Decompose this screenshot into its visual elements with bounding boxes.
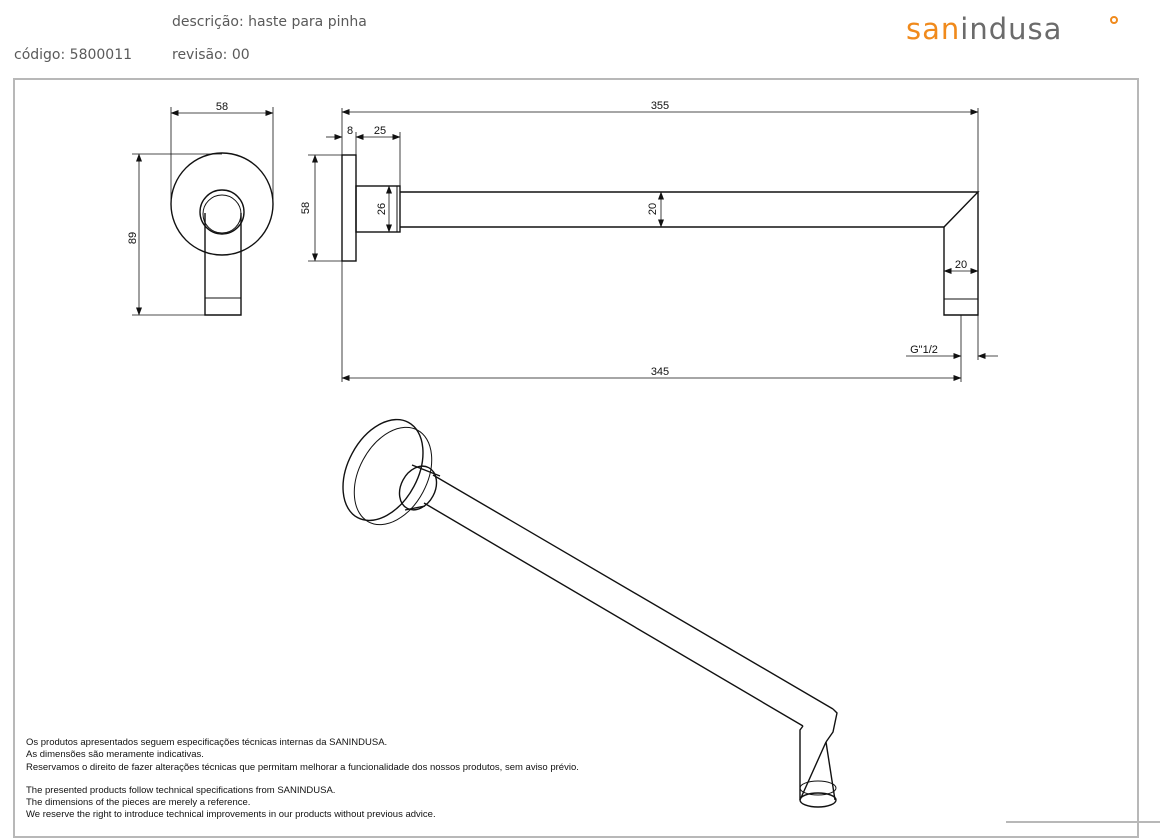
dim-thread: G"1/2 <box>910 344 938 356</box>
dim-collar-diameter: 26 <box>376 203 388 215</box>
note-pt-1: Os produtos apresentados seguem especifi… <box>26 737 388 748</box>
dim-collar-length: 25 <box>374 125 386 137</box>
dim-total-height: 89 <box>127 232 139 244</box>
logo-part-san: san <box>906 12 961 46</box>
note-en-1: The presented products follow technical … <box>26 785 336 796</box>
side-view <box>341 154 980 316</box>
dim-flange-thickness: 8 <box>347 125 353 137</box>
logo-part-indusa: indusa <box>960 12 1063 46</box>
code-label: código: 5800011 <box>14 47 133 63</box>
revision-label: revisão: 00 <box>172 47 250 63</box>
dim-outlet-width: 20 <box>955 259 967 271</box>
isometric-view <box>342 418 838 808</box>
dim-flange-width: 58 <box>216 101 228 113</box>
dim-arm-height: 20 <box>647 203 659 215</box>
dim-total-length: 355 <box>651 100 669 112</box>
logo-dot-icon <box>1110 16 1118 24</box>
note-en-3: We reserve the right to introduce techni… <box>26 809 436 820</box>
dim-center-length: 345 <box>651 366 669 378</box>
description-label: descrição: haste para pinha <box>172 14 367 30</box>
front-view <box>170 152 274 316</box>
note-pt-3: Reservamos o direito de fazer alterações… <box>26 762 579 773</box>
note-pt-2: As dimensões são meramente indicativas. <box>26 749 204 760</box>
bottom-rule <box>1006 821 1160 823</box>
sanindusa-logo: sanindusa <box>906 12 1062 46</box>
dim-flange-height-side: 58 <box>300 202 312 214</box>
note-en-2: The dimensions of the pieces are merely … <box>26 797 251 808</box>
